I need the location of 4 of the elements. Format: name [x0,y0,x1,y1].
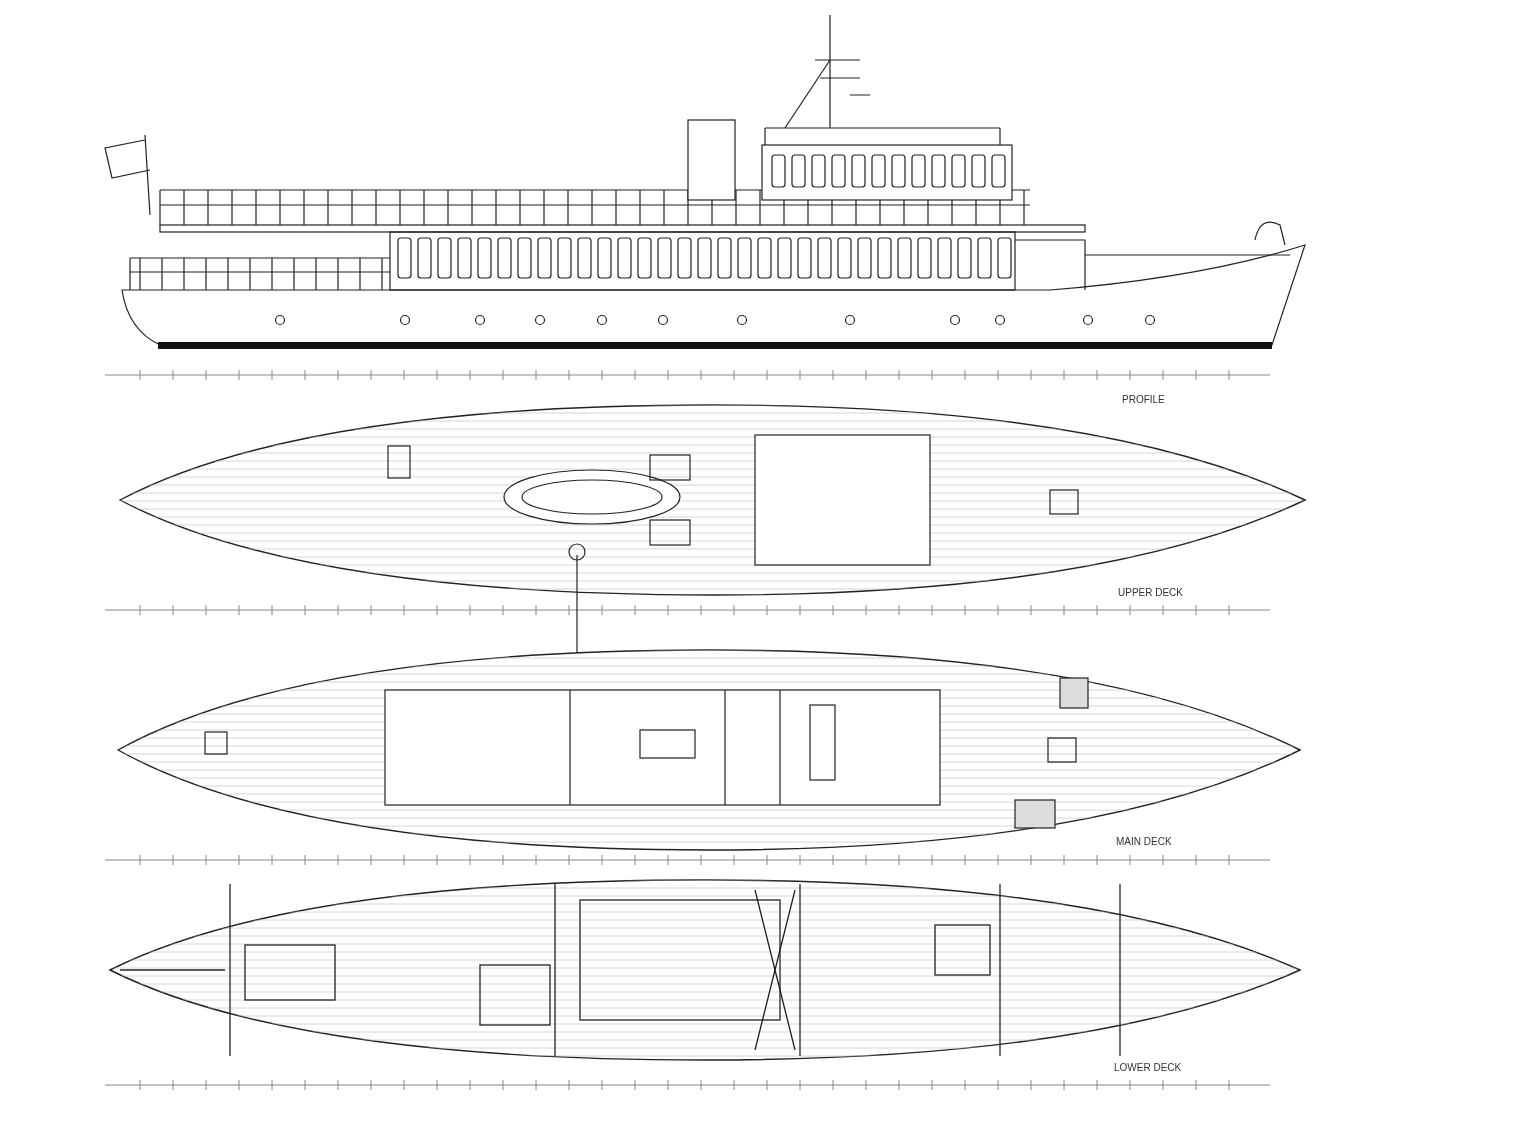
view-label: UPPER DECK [1118,587,1183,598]
view-label: PROFILE [1122,394,1165,405]
view-label: LOWER DECK [1114,1062,1182,1073]
view-label: MAIN DECK [1116,836,1172,847]
